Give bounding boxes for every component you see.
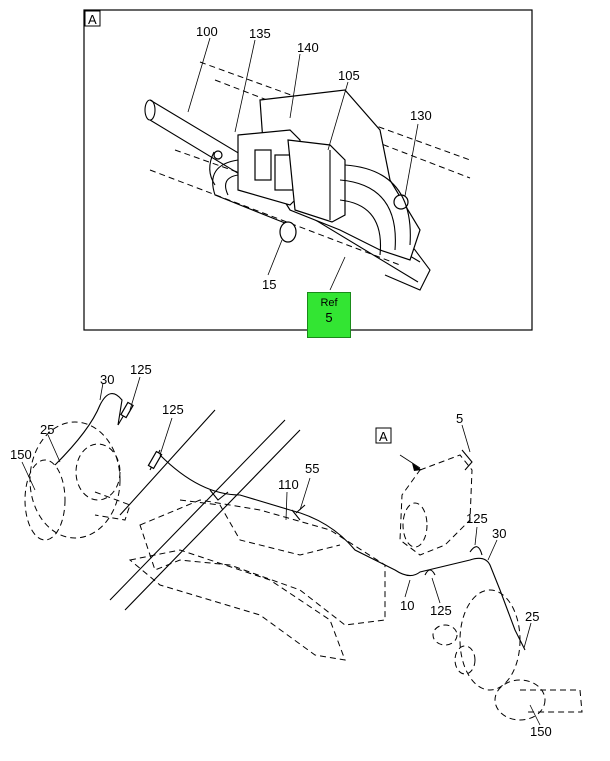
leader-30-right xyxy=(487,539,498,561)
callout-125-right-bottom: 125 xyxy=(430,603,452,618)
leader-10 xyxy=(404,579,411,598)
axle-beam xyxy=(139,499,386,626)
arrow-head xyxy=(412,463,422,471)
leader-110 xyxy=(285,491,288,521)
leader-130 xyxy=(404,123,419,197)
leader-a-arrow xyxy=(399,454,421,469)
leader-125 xyxy=(129,376,141,411)
rail-line xyxy=(149,169,401,266)
leader-125-right xyxy=(474,526,478,546)
callout-5: 5 xyxy=(456,411,463,426)
connector-125 xyxy=(120,401,134,419)
callout-135: 135 xyxy=(249,26,271,41)
callout-30-left: 30 xyxy=(100,372,114,387)
callout-110: 110 xyxy=(278,477,299,492)
connector-125 xyxy=(147,450,163,470)
callout-25-left: 25 xyxy=(40,422,54,437)
leader-100 xyxy=(187,37,211,113)
view-label-a: A xyxy=(88,12,97,27)
knuckle-arm xyxy=(94,491,131,521)
callout-100: 100 xyxy=(196,24,218,39)
leader-25-right xyxy=(523,622,532,649)
clip-wire xyxy=(209,151,216,186)
leader-105 xyxy=(327,81,349,151)
leader-25-left xyxy=(47,434,61,463)
curved-tube xyxy=(212,159,291,226)
clip-left xyxy=(209,489,229,501)
callout-55: 55 xyxy=(305,461,319,476)
rail-line xyxy=(214,79,471,179)
clip-15 xyxy=(279,221,297,243)
leader-150-right xyxy=(529,704,541,726)
main-axle-view: A 30 125 125 25 150 55 110 5 125 30 10 1… xyxy=(10,362,583,739)
leader-135 xyxy=(234,39,256,133)
leader-5 xyxy=(461,424,471,453)
callout-15: 15 xyxy=(262,277,276,292)
ref-link-label: Ref xyxy=(320,297,338,309)
view-label-box xyxy=(84,10,101,27)
hub-outline xyxy=(29,421,121,539)
callout-130: 130 xyxy=(410,108,432,123)
leader-15 xyxy=(267,239,283,276)
leader-30-left xyxy=(99,382,104,401)
hub-center xyxy=(75,443,121,501)
hub-bolt xyxy=(454,645,476,675)
clip-head xyxy=(213,150,223,160)
callout-125-right-top: 125 xyxy=(466,511,488,526)
callout-125-left-top: 125 xyxy=(130,362,152,377)
leader-150-left xyxy=(21,461,36,491)
curved-tube xyxy=(339,164,411,256)
hub-outline xyxy=(459,589,521,691)
tube-end xyxy=(144,99,156,121)
callout-30-right: 30 xyxy=(492,526,506,541)
callout-125-left-mid: 125 xyxy=(162,402,184,417)
axle-detail xyxy=(179,499,341,556)
harness-left xyxy=(54,393,123,466)
bracket-foot xyxy=(384,229,431,291)
spindle xyxy=(520,689,583,713)
ref-link-button[interactable]: Ref 5 xyxy=(307,292,351,338)
clip-loops xyxy=(424,546,483,576)
bracket-top xyxy=(461,449,473,471)
view-label-a-main: A xyxy=(379,429,388,444)
callout-105: 105 xyxy=(338,68,360,83)
leader-125-bottom xyxy=(431,577,441,604)
tie-rod-end xyxy=(432,624,458,646)
leader-55 xyxy=(299,477,311,511)
valve-block xyxy=(287,139,346,223)
harness-main xyxy=(159,454,526,651)
frame-rail xyxy=(109,409,301,611)
callout-150-right: 150 xyxy=(530,724,552,739)
leader-140 xyxy=(289,53,301,119)
brake-drum xyxy=(24,459,66,541)
leader-125 xyxy=(159,417,173,456)
view-label-box-main xyxy=(375,427,392,444)
bracket-assembly xyxy=(399,454,473,556)
callout-150-left: 150 xyxy=(10,447,32,462)
hub-lower xyxy=(494,679,546,721)
detail-view-a: A 100 135 xyxy=(83,9,533,331)
callout-10: 10 xyxy=(400,598,414,613)
connector xyxy=(254,149,272,181)
callout-140: 140 xyxy=(297,40,319,55)
bracket-loop xyxy=(402,502,428,548)
leader-ref xyxy=(329,256,346,291)
callout-25-right: 25 xyxy=(525,609,539,624)
ref-link-number: 5 xyxy=(325,310,333,325)
axle-lower xyxy=(128,549,346,661)
